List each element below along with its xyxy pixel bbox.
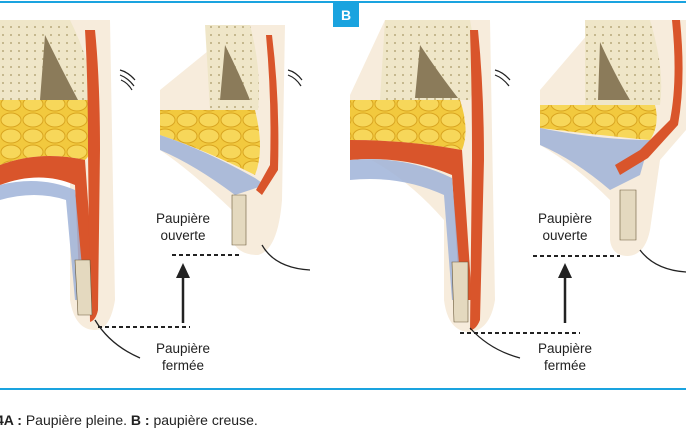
caption-a-text: Paupière pleine.: [21, 412, 131, 428]
label-line: fermée: [543, 358, 587, 373]
label-line: Paupière: [537, 341, 593, 356]
caption-b-key: B :: [130, 412, 150, 428]
label-line: fermée: [161, 358, 205, 373]
bottom-rule: [0, 388, 686, 390]
panel-a-closed-lid: [0, 20, 141, 359]
caption-a-key: 4A :: [0, 412, 22, 428]
panel-b-open-label: Paupière ouverte: [522, 210, 608, 244]
top-rule: [0, 1, 686, 3]
panel-b-closed-lid: [350, 20, 521, 359]
label-line: Paupière: [537, 211, 593, 226]
label-line: Paupière: [155, 341, 211, 356]
label-line: ouverte: [160, 228, 206, 243]
panel-b-badge: B: [333, 3, 359, 27]
label-line: ouverte: [542, 228, 588, 243]
panel-b-closed-label: Paupière fermée: [520, 340, 610, 374]
panel-a-open-label: Paupière ouverte: [140, 210, 226, 244]
panel-a-arrowhead: [176, 263, 190, 278]
figure-caption: 4A : Paupière pleine. B : paupière creus…: [0, 412, 258, 428]
panel-b-open-lid: [540, 20, 686, 273]
panel-b-arrowhead: [558, 263, 572, 278]
panel-a-open-lid: [160, 25, 311, 271]
label-line: Paupière: [155, 211, 211, 226]
panel-a-closed-label: Paupière fermée: [138, 340, 228, 374]
caption-b-text: paupière creuse.: [149, 412, 258, 428]
